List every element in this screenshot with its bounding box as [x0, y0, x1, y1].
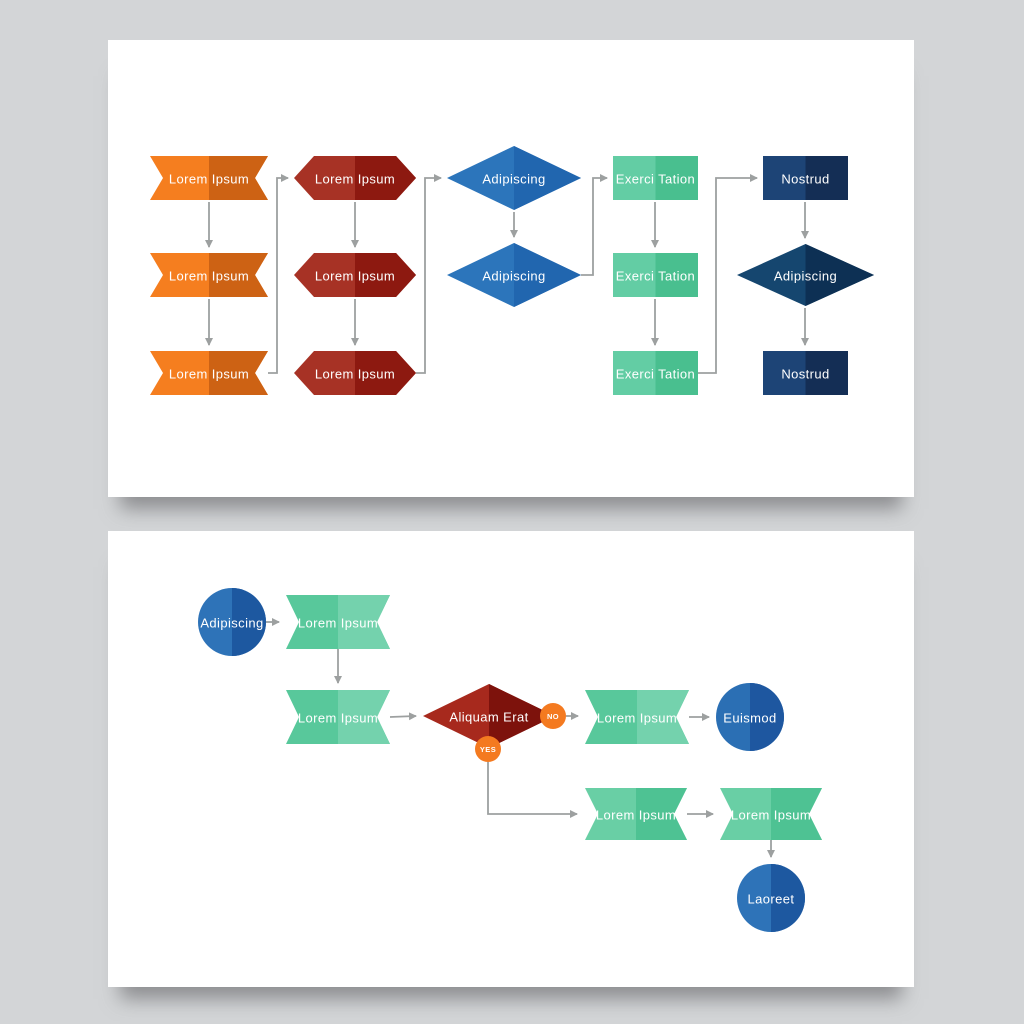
connector-arrow-6 [487, 762, 578, 818]
node-lorem-ribbon-1: Lorem Ipsum [286, 595, 390, 649]
lorem-banner-2-shape-shade [209, 253, 268, 297]
node-adipiscing-diamond-1: Adipiscing [447, 146, 581, 210]
lorem-hexagon-2-shape-shade [355, 253, 416, 297]
node-label: Lorem Ipsum [596, 808, 676, 823]
lorem-banner-1-shape-shade [209, 156, 268, 200]
node-adipiscing-diamond-3: Adipiscing [737, 244, 874, 306]
no-badge-circle [540, 703, 566, 729]
connector-arrow-6 [416, 174, 442, 374]
node-label: Lorem Ipsum [315, 172, 395, 187]
node-label: Laoreet [748, 892, 795, 907]
node-euismod-circle: Euismod [716, 683, 784, 751]
node-nostrud-rect-1: Nostrud [763, 156, 848, 200]
node-yes-badge: YES [475, 736, 501, 762]
exerci-rect-2-shape-shade [655, 253, 698, 297]
nostrud-rect-2-shape-shade [805, 351, 848, 395]
node-label: Lorem Ipsum [169, 172, 249, 187]
node-label: Lorem Ipsum [298, 616, 378, 631]
node-label: Adipiscing [200, 616, 263, 631]
node-label: Lorem Ipsum [169, 367, 249, 382]
node-label: Lorem Ipsum [597, 711, 677, 726]
node-nostrud-rect-2: Nostrud [763, 351, 848, 395]
node-adipiscing-circle: Adipiscing [198, 588, 266, 656]
node-label: Exerci Tation [616, 367, 695, 382]
lorem-ribbon-5-shape-shade [771, 788, 822, 840]
lorem-hexagon-1-shape-shade [355, 156, 416, 200]
yes-badge-circle [475, 736, 501, 762]
connector-arrow-11 [698, 174, 758, 374]
node-exerci-rect-2: Exerci Tation [613, 253, 698, 297]
exerci-rect-3-shape-shade [655, 351, 698, 395]
node-label: Adipiscing [482, 269, 545, 284]
node-lorem-hexagon-2: Lorem Ipsum [294, 253, 416, 297]
node-label: Nostrud [781, 367, 829, 382]
node-label: Nostrud [781, 172, 829, 187]
node-exerci-rect-1: Exerci Tation [613, 156, 698, 200]
node-label: YES [480, 745, 496, 754]
node-label: Lorem Ipsum [315, 269, 395, 284]
node-lorem-banner-3: Lorem Ipsum [150, 351, 268, 395]
adipiscing-circle-shape-shade [232, 588, 266, 656]
lorem-ribbon-3-shape-shade [637, 690, 689, 744]
node-label: Lorem Ipsum [315, 367, 395, 382]
adipiscing-diamond-2-shape-shade [514, 243, 581, 307]
aliquam-diamond-shape-shade [489, 684, 555, 748]
node-label: Lorem Ipsum [731, 808, 811, 823]
node-label: Exerci Tation [616, 172, 695, 187]
node-lorem-hexagon-3: Lorem Ipsum [294, 351, 416, 395]
node-lorem-hexagon-1: Lorem Ipsum [294, 156, 416, 200]
node-label: NO [547, 712, 559, 721]
node-label: Exerci Tation [616, 269, 695, 284]
euismod-circle-shape-shade [750, 683, 784, 751]
node-label: Lorem Ipsum [298, 711, 378, 726]
exerci-rect-1-shape-shade [655, 156, 698, 200]
node-lorem-ribbon-3: Lorem Ipsum [585, 690, 689, 744]
lorem-hexagon-3-shape-shade [355, 351, 416, 395]
adipiscing-diamond-1-shape-shade [514, 146, 581, 210]
connector-arrow-8 [581, 174, 608, 276]
lorem-ribbon-1-shape-shade [338, 595, 390, 649]
node-label: Lorem Ipsum [169, 269, 249, 284]
laoreet-circle-shape-shade [771, 864, 805, 932]
node-laoreet-circle: Laoreet [737, 864, 805, 932]
node-label: Adipiscing [774, 269, 837, 284]
node-lorem-ribbon-5: Lorem Ipsum [720, 788, 822, 840]
lorem-ribbon-2-shape-shade [338, 690, 390, 744]
connector-arrow-3 [268, 174, 289, 374]
node-no-badge: NO [540, 703, 566, 729]
lorem-ribbon-4-shape-shade [636, 788, 687, 840]
node-label: Euismod [723, 711, 776, 726]
node-label: Adipiscing [482, 172, 545, 187]
node-label: Aliquam Erat [449, 710, 528, 725]
node-aliquam-diamond: Aliquam Erat [423, 684, 555, 748]
node-lorem-ribbon-4: Lorem Ipsum [585, 788, 687, 840]
lorem-banner-3-shape-shade [209, 351, 268, 395]
nostrud-rect-1-shape-shade [805, 156, 848, 200]
adipiscing-diamond-3-shape-shade [805, 244, 874, 306]
node-lorem-banner-2: Lorem Ipsum [150, 253, 268, 297]
node-lorem-banner-1: Lorem Ipsum [150, 156, 268, 200]
node-exerci-rect-3: Exerci Tation [613, 351, 698, 395]
connector-arrow-3 [389, 712, 417, 721]
node-adipiscing-diamond-2: Adipiscing [447, 243, 581, 307]
node-lorem-ribbon-2: Lorem Ipsum [286, 690, 390, 744]
